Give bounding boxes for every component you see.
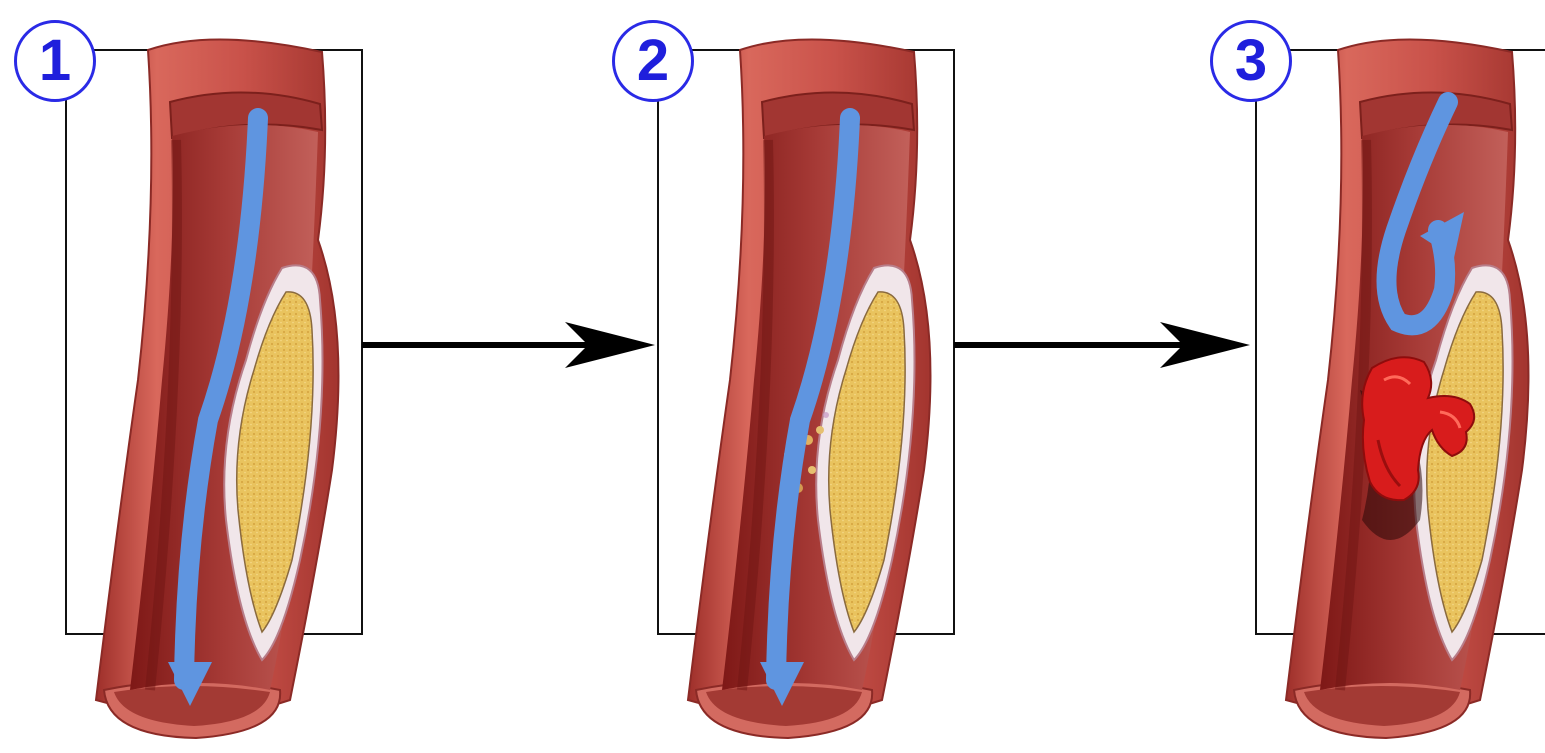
step-number-badge: 1 (14, 20, 96, 102)
step-number-badge: 2 (612, 20, 694, 102)
panel-2 (658, 39, 954, 738)
transition-arrow-2 (954, 322, 1250, 368)
panel-3 (1256, 39, 1545, 738)
step-number-badge: 3 (1210, 20, 1292, 102)
panel-1 (66, 39, 362, 738)
transition-arrow-1 (362, 322, 655, 368)
